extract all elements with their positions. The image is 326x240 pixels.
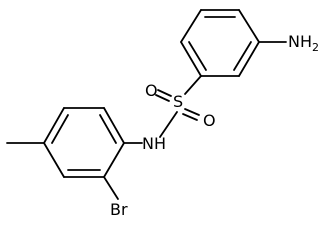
double-bond-s-o-bottom <box>182 113 198 121</box>
bond <box>238 41 260 77</box>
sulfonamide-nh-label: NH <box>142 134 166 153</box>
double-bond-s-o-top <box>157 89 172 97</box>
bond <box>103 142 125 178</box>
bond <box>43 142 65 178</box>
sulfur-label: S <box>173 92 183 111</box>
bond <box>180 9 202 43</box>
bond-to-bromine <box>103 176 119 200</box>
amine-label: NH2 <box>288 32 319 54</box>
aminophenyl-ring <box>180 9 260 77</box>
molecule-canvas: NH2 S O O NH <box>6 9 319 219</box>
bond <box>103 107 125 144</box>
aromatic-bond <box>233 41 252 71</box>
oxygen-bottom-label: O <box>203 111 216 130</box>
bromomethylphenyl-ring <box>43 107 125 178</box>
bond <box>238 9 260 43</box>
aromatic-bond <box>99 114 117 144</box>
double-bond-s-o-bottom <box>184 108 200 116</box>
double-bond-s-o-top <box>155 94 170 102</box>
bond-sulfur-to-nh <box>159 111 178 138</box>
molecule-structure-diagram: NH2 S O O NH <box>6 9 319 219</box>
bond-ring-to-sulfur <box>184 75 202 95</box>
bond <box>43 107 65 144</box>
aromatic-bond <box>51 114 69 144</box>
oxygen-top-label: O <box>145 81 158 100</box>
aromatic-bond <box>188 41 207 71</box>
bond <box>180 41 202 77</box>
bromine-label: Br <box>110 200 128 219</box>
